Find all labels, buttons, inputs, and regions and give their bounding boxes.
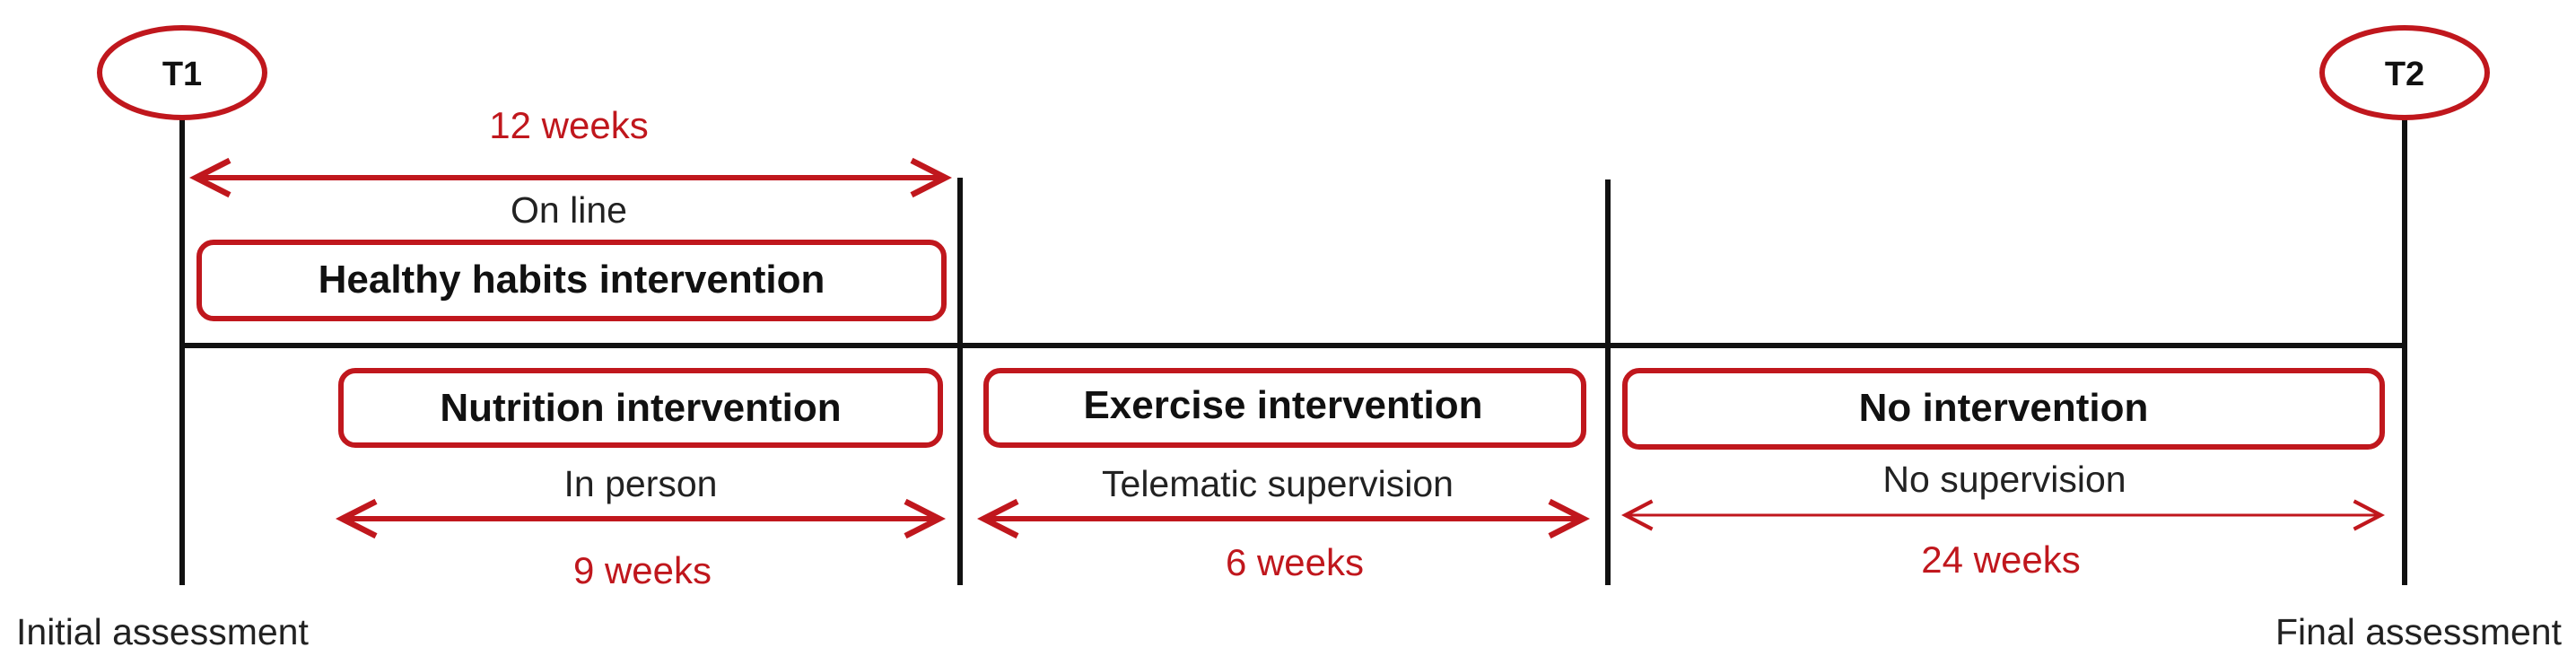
no-intervention-label: No intervention [1859,386,2149,430]
nutrition-box [338,368,943,448]
t2-label: T2 [2385,56,2424,93]
initial-assessment-caption: Initial assessment [16,611,309,652]
exercise-mode: Telematic supervision [1102,463,1454,504]
t1-marker [97,25,267,120]
top-phase-duration: 12 weeks [489,104,648,146]
nutrition-mode: In person [564,463,718,504]
no-intervention-duration: 24 weeks [1921,538,2080,581]
nutrition-label: Nutrition intervention [440,386,841,430]
t1-label: T1 [162,56,202,93]
no-intervention-mode: No supervision [1882,459,2126,500]
exercise-duration: 6 weeks [1226,541,1364,583]
top-phase-mode: On line [511,189,627,231]
final-assessment-caption: Final assessment [2275,611,2563,652]
healthy-habits-label: Healthy habits intervention [319,258,825,302]
exercise-label: Exercise intervention [1083,383,1482,427]
t2-marker [2319,25,2490,120]
healthy-habits-box [196,240,947,321]
exercise-box [983,368,1586,448]
nutrition-duration: 9 weeks [573,549,712,591]
no-intervention-box [1622,368,2385,450]
